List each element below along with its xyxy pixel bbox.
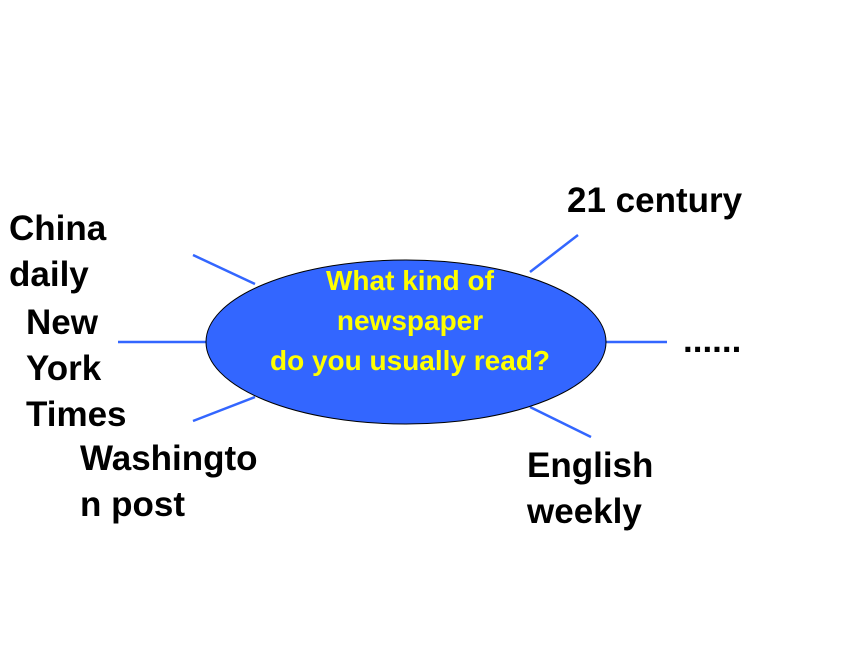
label-china-daily: China daily xyxy=(9,209,107,294)
connector-china-daily xyxy=(192,253,256,286)
label-new-york-times: New York Times xyxy=(26,303,127,434)
label-english-weekly: English weekly xyxy=(527,446,654,531)
center-question: What kind of newspaper do you usually re… xyxy=(269,265,551,376)
label-21-century: 21 century xyxy=(567,181,743,220)
connector-english-weekly xyxy=(529,405,592,439)
center-ellipse xyxy=(205,259,607,425)
connector-21-century xyxy=(529,234,579,273)
label-more: ...... xyxy=(683,321,742,360)
label-washington-post: Washingto n post xyxy=(80,439,258,524)
connector-washington-post xyxy=(192,395,256,423)
